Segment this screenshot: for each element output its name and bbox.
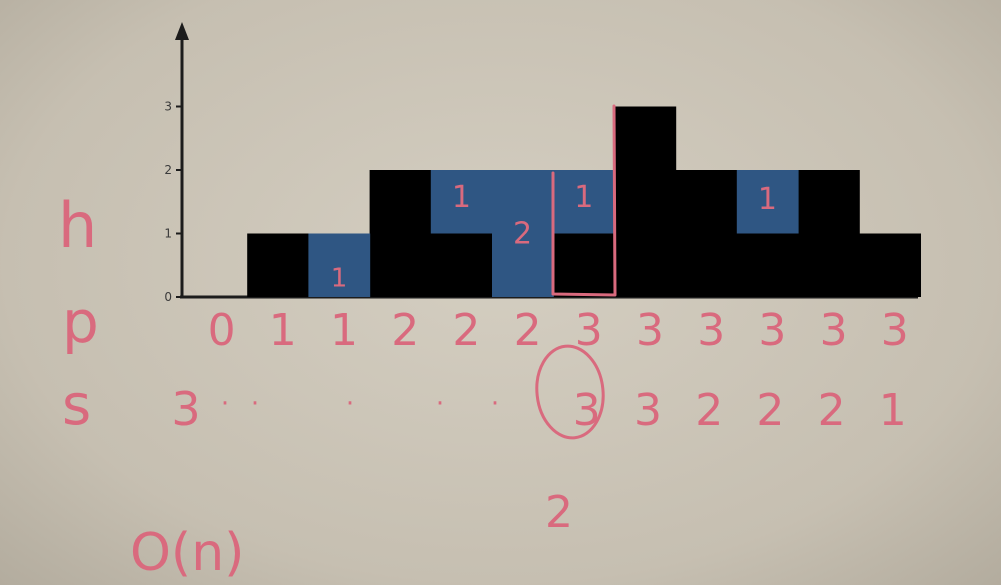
water-labels: 1 1 2 1 1	[331, 180, 777, 294]
s-value: 2	[695, 385, 723, 436]
row-label-h: h	[58, 189, 97, 262]
s-dot: ·	[221, 389, 229, 419]
water-cell	[492, 170, 554, 297]
p-value: 2	[452, 305, 480, 356]
s-value: 2	[756, 385, 784, 436]
row-label-p: p	[62, 288, 99, 356]
s-value: 2	[818, 385, 846, 436]
water-label: 2	[513, 217, 532, 252]
p-value: 3	[636, 305, 664, 356]
s-dot: ·	[491, 389, 499, 419]
p-value: 3	[881, 305, 909, 356]
bar	[369, 170, 432, 297]
water-cell	[308, 233, 371, 297]
bar	[859, 233, 921, 297]
p-value: 3	[758, 305, 786, 356]
bar	[553, 233, 615, 297]
min-value: 2	[545, 487, 573, 538]
bar	[675, 170, 738, 297]
s-dot: ·	[346, 389, 354, 419]
s-value: 3	[573, 385, 601, 436]
p-value: 1	[330, 305, 358, 356]
s-dot: ·	[436, 389, 444, 419]
bar	[798, 170, 860, 297]
water-label: 1	[758, 182, 777, 217]
y-ticks: 0 1 2 3	[164, 100, 182, 304]
p-value: 2	[514, 305, 542, 356]
s-circle	[535, 344, 605, 440]
y-tick-label: 0	[164, 290, 172, 304]
bar	[736, 233, 799, 297]
row-label-s: s	[62, 373, 91, 438]
p-value: 3	[820, 305, 848, 356]
column-highlight-box	[551, 104, 617, 297]
bar	[430, 233, 493, 297]
y-tick-label: 3	[164, 100, 172, 114]
s-dot: ·	[251, 389, 259, 419]
water-cell	[736, 170, 799, 234]
p-value: 0	[208, 305, 236, 356]
s-first-value: 3	[171, 382, 200, 436]
complexity-note: O(n)	[130, 523, 244, 583]
water-cell	[553, 170, 615, 234]
bar	[614, 106, 677, 297]
bars	[247, 106, 921, 297]
water-label: 1	[331, 263, 348, 293]
water-cells	[308, 170, 799, 297]
p-value: 2	[391, 305, 419, 356]
y-tick-label: 2	[164, 163, 172, 177]
water-label: 1	[452, 180, 471, 215]
bar	[247, 233, 309, 297]
s-value: 3	[634, 385, 662, 436]
water-cell	[430, 170, 493, 234]
p-value: 1	[269, 305, 297, 356]
y-tick-label: 1	[164, 227, 172, 241]
water-label: 1	[574, 180, 593, 215]
s-value: 1	[879, 385, 907, 436]
p-value: 3	[697, 305, 725, 356]
y-axis-arrow-icon	[175, 22, 189, 40]
